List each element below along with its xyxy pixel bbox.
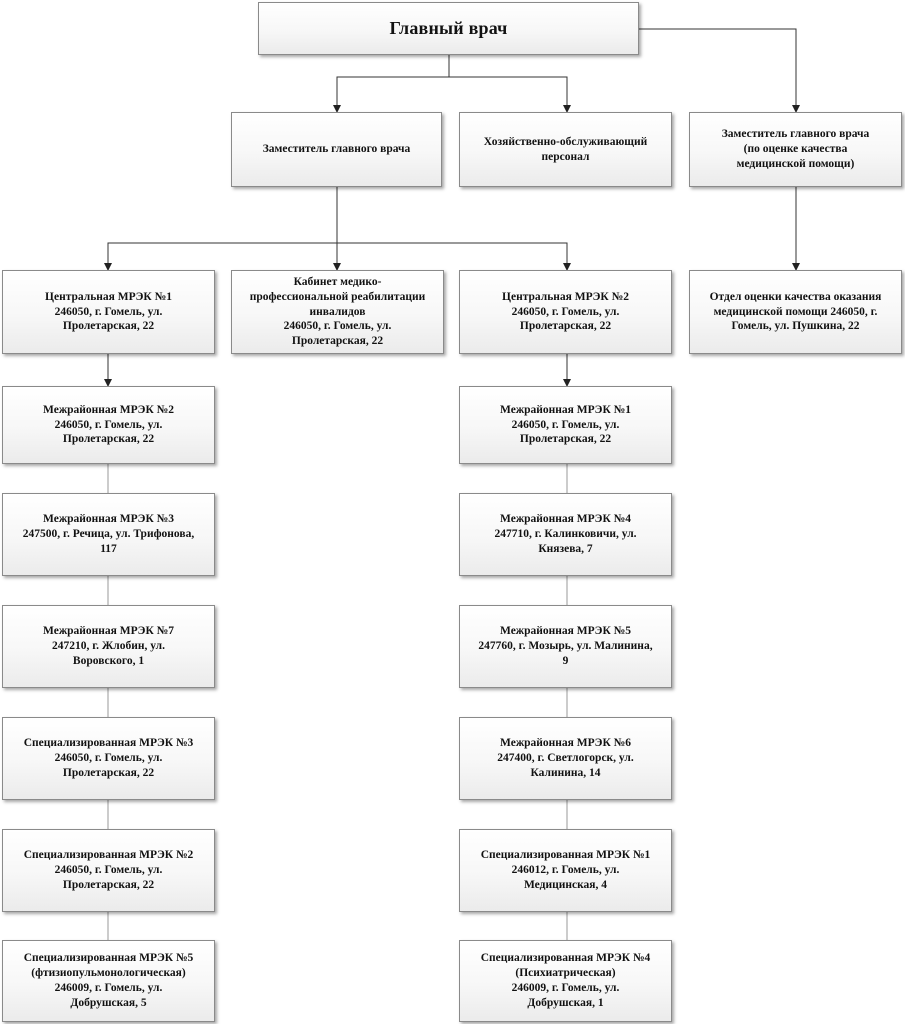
quality-department-box: Отдел оценки качества оказания медицинск… (689, 270, 902, 354)
interdistrict-mrek-1-box: Межрайонная МРЭК №1 246050, г. Гомель, у… (459, 386, 672, 464)
interdistrict-mrek-7-label: Межрайонная МРЭК №7 247210, г. Жлобин, у… (43, 625, 174, 667)
specialized-mrek-5-label: Специализированная МРЭК №5 (фтизиопульмо… (23, 952, 194, 1009)
interdistrict-mrek-7-box: Межрайонная МРЭК №7 247210, г. Жлобин, у… (2, 605, 215, 688)
interdistrict-mrek-5-box: Межрайонная МРЭК №5 247760, г. Мозырь, у… (459, 605, 672, 688)
interdistrict-mrek-1-label: Межрайонная МРЭК №1 246050, г. Гомель, у… (500, 403, 631, 446)
chief-doctor-box: Главный врач (258, 2, 639, 55)
deputy-chief-box: Заместитель главного врача (231, 112, 442, 187)
specialized-mrek-2-box: Специализированная МРЭК №2 246050, г. Го… (2, 829, 215, 912)
specialized-mrek-3-label: Специализированная МРЭК №3 246050, г. Го… (23, 737, 194, 779)
specialized-mrek-3-box: Специализированная МРЭК №3 246050, г. Го… (2, 717, 215, 800)
central-mrek-1-box: Центральная МРЭК №1 246050, г. Гомель, у… (2, 270, 215, 354)
maintenance-staff-label: Хозяйственно-обслуживающий персонал (483, 135, 648, 163)
deputy-chief-quality-box: Заместитель главного врача (по оценке ка… (689, 112, 902, 187)
specialized-mrek-4-box: Специализированная МРЭК №4 (Психиатричес… (459, 940, 672, 1022)
deputy-chief-label: Заместитель главного врача (262, 143, 411, 156)
interdistrict-mrek-4-box: Межрайонная МРЭК №4 247710, г. Калинкови… (459, 493, 672, 576)
deputy-chief-quality-label: Заместитель главного врача (по оценке ка… (721, 128, 870, 170)
interdistrict-mrek-3-box: Межрайонная МРЭК №3 247500, г. Речица, у… (2, 493, 215, 576)
connector-deputy1-central2 (337, 242, 571, 271)
interdistrict-mrek-4-label: Межрайонная МРЭК №4 247710, г. Калинкови… (494, 513, 637, 555)
connector-chief-deputy1 (333, 55, 450, 113)
interdistrict-mrek-5-label: Межрайонная МРЭК №5 247760, г. Мозырь, у… (478, 625, 653, 667)
specialized-mrek-4-label: Специализированная МРЭК №4 (Психиатричес… (480, 952, 651, 1009)
interdistrict-mrek-6-label: Межрайонная МРЭК №6 247400, г. Светлогор… (497, 737, 634, 779)
interdistrict-mrek-2-label: Межрайонная МРЭК №2 246050, г. Гомель, у… (43, 403, 174, 446)
central-mrek-2-label: Центральная МРЭК №2 246050, г. Гомель, у… (502, 290, 629, 333)
quality-department-label: Отдел оценки качества оказания медицинск… (709, 290, 882, 333)
specialized-mrek-2-label: Специализированная МРЭК №2 246050, г. Го… (23, 849, 194, 891)
interdistrict-mrek-2-box: Межрайонная МРЭК №2 246050, г. Гомель, у… (2, 386, 215, 464)
specialized-mrek-5-box: Специализированная МРЭК №5 (фтизиопульмо… (2, 940, 215, 1022)
specialized-mrek-1-label: Специализированная МРЭК №1 246012, г. Го… (480, 849, 651, 891)
connector-chief-maintenance (449, 76, 571, 113)
rehabilitation-office-box: Кабинет медико- профессиональной реабили… (231, 270, 444, 354)
connector-deputy1-bus (104, 187, 338, 271)
chief-doctor-label: Главный врач (389, 17, 508, 38)
interdistrict-mrek-3-label: Межрайонная МРЭК №3 247500, г. Речица, у… (22, 513, 195, 555)
specialized-mrek-1-box: Специализированная МРЭК №1 246012, г. Го… (459, 829, 672, 912)
central-mrek-1-label: Центральная МРЭК №1 246050, г. Гомель, у… (45, 290, 172, 333)
rehabilitation-office-label: Кабинет медико- профессиональной реабили… (249, 275, 426, 348)
interdistrict-mrek-6-box: Межрайонная МРЭК №6 247400, г. Светлогор… (459, 717, 672, 800)
maintenance-staff-box: Хозяйственно-обслуживающий персонал (459, 112, 672, 187)
central-mrek-2-box: Центральная МРЭК №2 246050, г. Гомель, у… (459, 270, 672, 354)
connector-chief-deputy2 (639, 28, 800, 113)
